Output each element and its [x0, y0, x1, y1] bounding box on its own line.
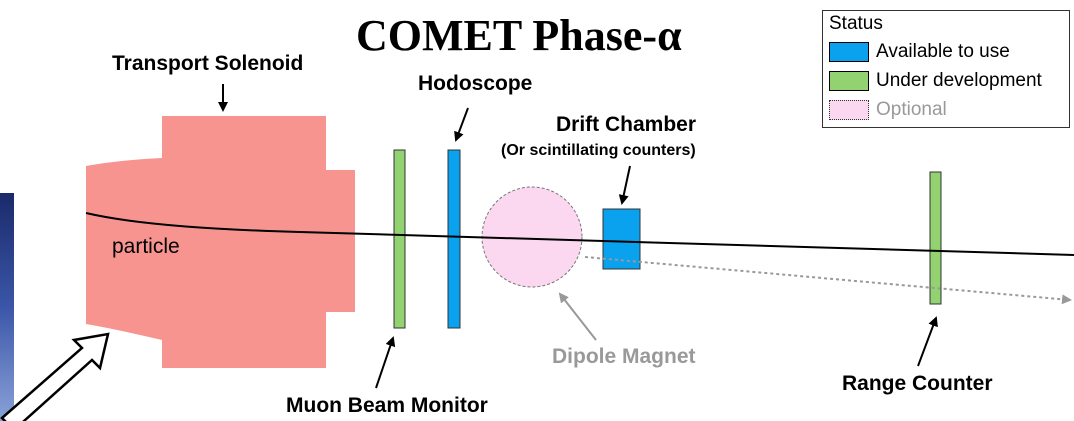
hollow-arrow-icon [0, 332, 110, 421]
legend-item-development: Under development [829, 70, 1042, 92]
drift-chamber-label: Drift Chamber [556, 113, 697, 136]
transport-solenoid-label: Transport Solenoid [112, 52, 304, 75]
range-counter-arrow [917, 316, 938, 367]
legend-label: Under development [876, 70, 1042, 91]
particle-label: particle [112, 235, 180, 258]
legend-title: Status [829, 13, 883, 34]
dipole-magnet-label: Dipole Magnet [552, 345, 696, 368]
range-counter [929, 171, 942, 305]
legend-item-optional: Optional [829, 99, 947, 121]
dipole-magnet-arrow [558, 292, 597, 341]
status-legend: Status Available to use Under developmen… [822, 10, 1070, 128]
particle-track [85, 212, 1074, 256]
legend-label: Optional [876, 99, 947, 120]
drift-chamber-sublabel: (Or scintillating counters) [501, 142, 696, 159]
page-title: COMET Phase-α [356, 11, 682, 60]
hodoscope-label: Hodoscope [418, 72, 533, 95]
hodoscope [447, 149, 461, 329]
deflected-track [584, 256, 1072, 305]
transport-solenoid [86, 116, 355, 368]
legend-swatch-development [829, 71, 869, 91]
muon-beam-monitor-label: Muon Beam Monitor [286, 394, 488, 417]
muon-beam-monitor [393, 149, 406, 329]
legend-item-available: Available to use [829, 41, 1010, 63]
hodoscope-arrow [454, 107, 469, 142]
legend-label: Available to use [876, 41, 1010, 62]
muon-beam-monitor-arrow [375, 336, 396, 389]
drift-chamber-arrow [618, 165, 631, 205]
range-counter-label: Range Counter [842, 372, 993, 395]
legend-swatch-available [829, 42, 869, 62]
legend-swatch-optional [829, 100, 869, 120]
left-edge-image [0, 193, 14, 421]
